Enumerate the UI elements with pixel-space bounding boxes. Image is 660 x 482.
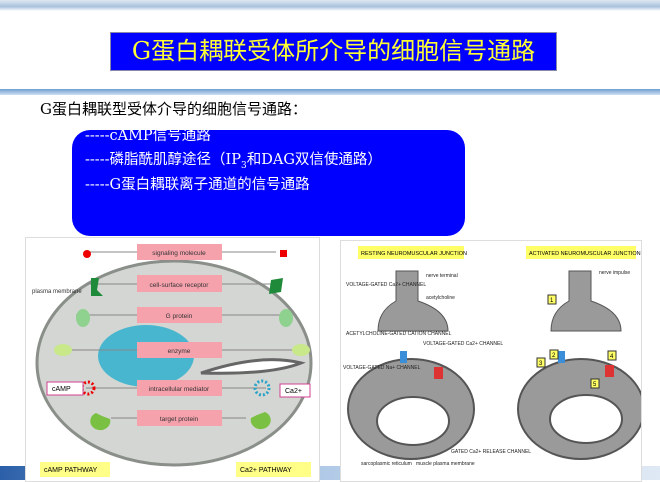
label-g-protein: G protein: [166, 313, 193, 320]
label-plasma-membrane: plasma membrane: [32, 289, 82, 295]
ca-pathway-label: Ca2+ PATHWAY: [240, 467, 292, 474]
step-1: 1: [550, 298, 554, 304]
label-enzyme: enzyme: [168, 348, 191, 355]
label-ca: Ca2+: [285, 388, 302, 395]
molecules: [54, 250, 310, 431]
label-camp: cAMP: [52, 386, 71, 393]
step-5: 5: [593, 382, 597, 388]
label-gated-ca: GATED Ca2+ RELEASE CHANNEL: [451, 449, 531, 455]
pathway-list-box: -----cAMP信号通路 -----磷脂酰肌醇途径（IP3和DAG双信使通路）…: [72, 130, 465, 236]
label-vg-ca: VOLTAGE-GATED Ca2+ CHANNEL: [346, 282, 426, 288]
neuromuscular-junction-diagram: RESTING NEUROMUSCULAR JUNCTION ACTIVATED…: [340, 240, 642, 482]
label-nerve-terminal: nerve terminal: [426, 273, 458, 279]
label-vg-na: VOLTAGE-GATED Na+ CHANNEL: [343, 365, 421, 371]
label-mediator: intracellular mediator: [149, 386, 210, 393]
label-signaling-molecule: signaling molecule: [152, 250, 206, 257]
camp-pathway-label: cAMP PATHWAY: [44, 467, 98, 474]
step-2: 2: [552, 353, 556, 359]
subtitle: G蛋白耦联型受体介导的细胞信号通路：: [40, 100, 307, 118]
resting-title: RESTING NEUROMUSCULAR JUNCTION: [361, 251, 467, 257]
pathway-text: -----磷脂酰肌醇途径（IP: [85, 152, 241, 168]
subscript: 3: [240, 160, 247, 171]
step-4: 4: [610, 354, 614, 360]
slide-title: G蛋白耦联受体所介导的细胞信号通路: [110, 32, 557, 71]
pathway-item: -----cAMP信号通路: [85, 130, 211, 144]
label-nerve-impulse: nerve impulse: [599, 270, 630, 276]
header-band: [0, 0, 660, 11]
label-vg-ca-2: VOLTAGE-GATED Ca2+ CHANNEL: [423, 341, 503, 347]
divider: [0, 89, 660, 95]
label-ach-channel: ACETYLCHOLINE-GATED CATION CHANNEL: [346, 331, 452, 337]
label-acetylcholine: acetylcholine: [426, 295, 455, 301]
label-sr: sarcoplasmic reticulum: [361, 461, 412, 467]
pathway-item: -----磷脂酰肌醇途径（IP3和DAG双信使通路）: [85, 148, 382, 171]
gpcr-pathway-diagram: signaling molecule cell-surface receptor…: [25, 237, 320, 482]
label-receptor: cell-surface receptor: [150, 282, 210, 289]
pathway-item: -----G蛋白耦联离子通道的信号通路: [85, 177, 310, 193]
activated-title: ACTIVATED NEUROMUSCULAR JUNCTION: [529, 251, 641, 257]
label-target-protein: target protein: [160, 416, 199, 423]
pathway-text: 和DAG双信使通路）: [246, 152, 382, 168]
label-muscle-membrane: muscle plasma membrane: [416, 461, 475, 467]
step-3: 3: [539, 361, 543, 367]
